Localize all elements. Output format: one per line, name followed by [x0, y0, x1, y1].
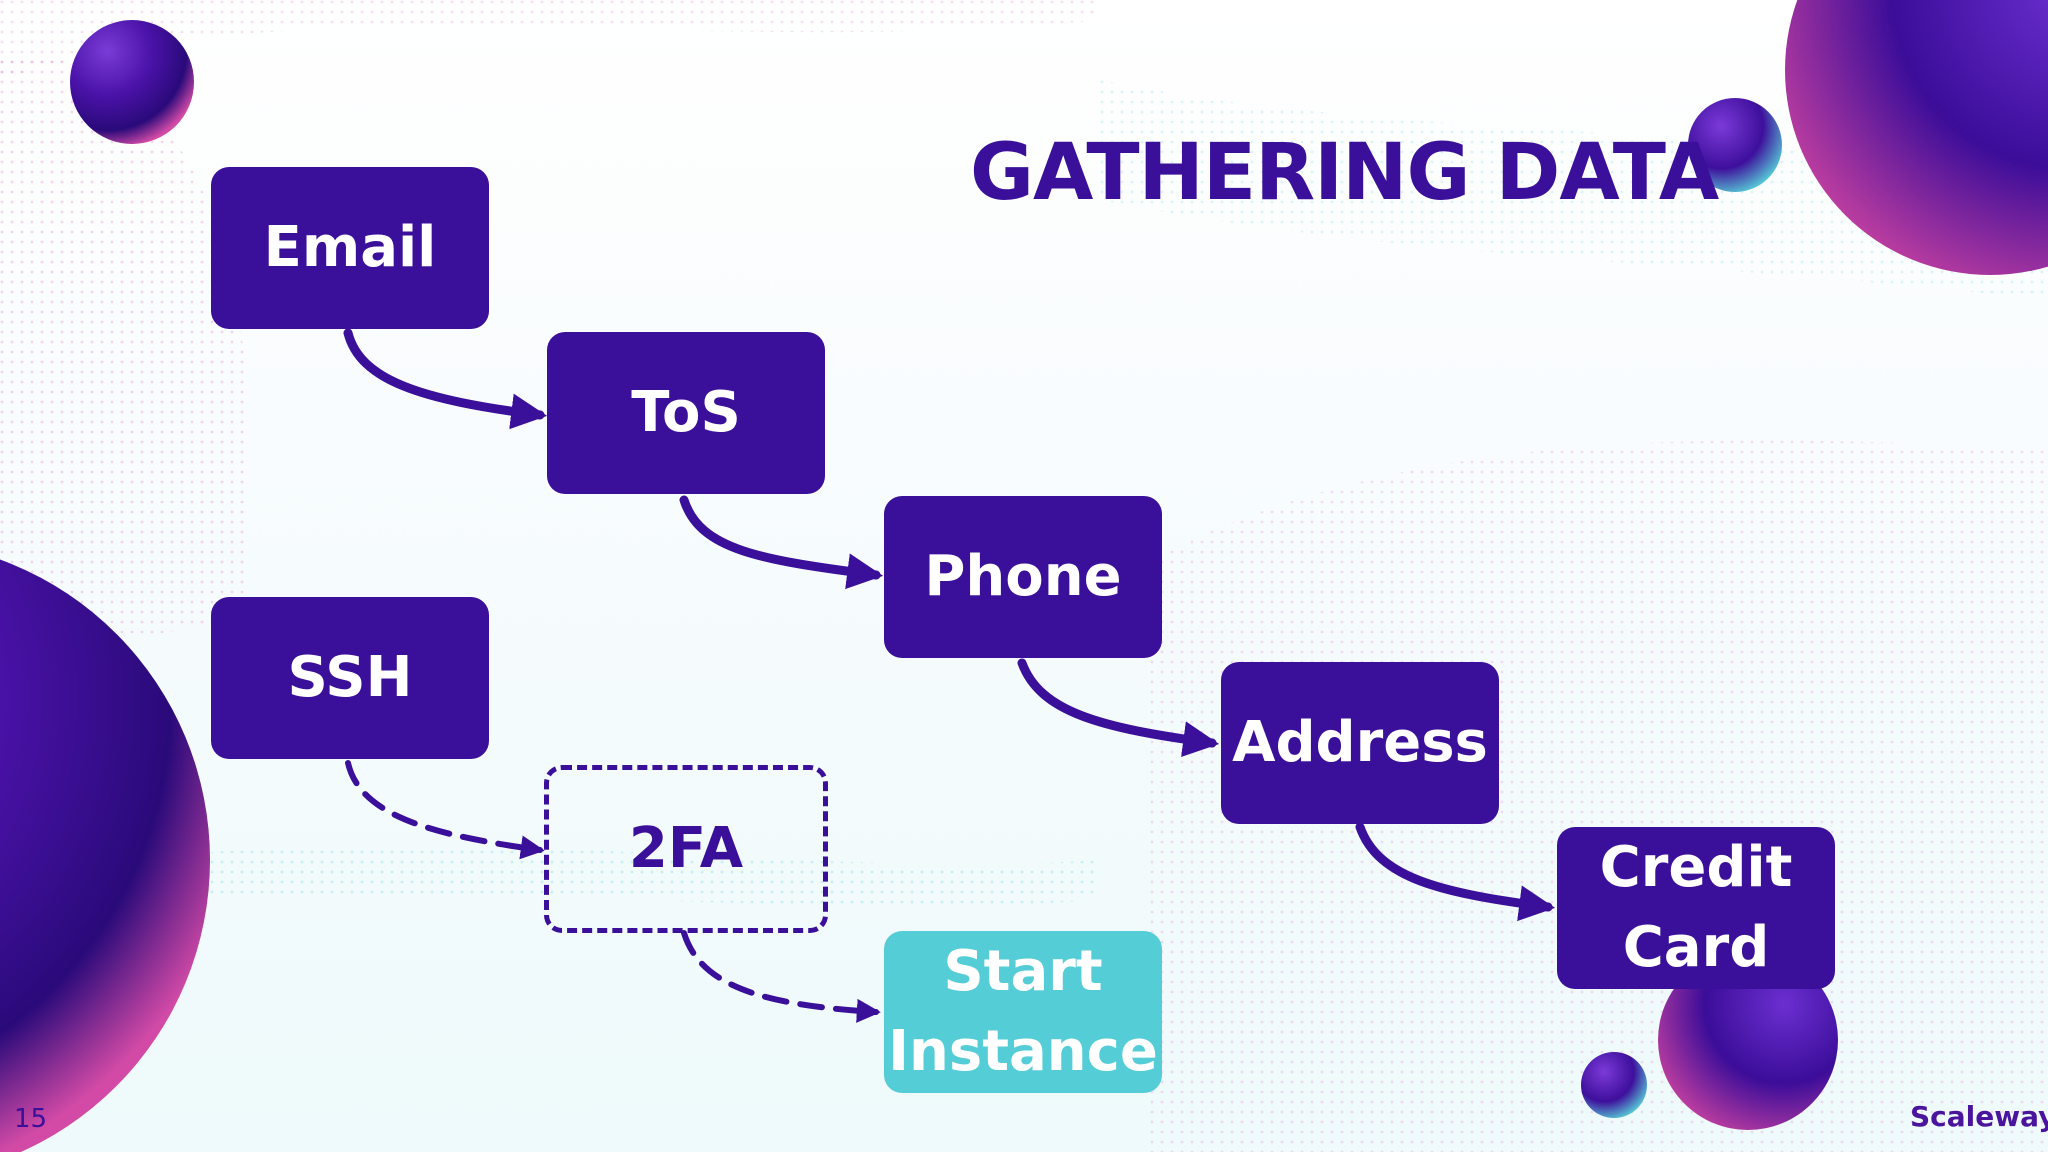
node-ssh: SSH — [211, 597, 489, 759]
scaleway-logo: Scaleway — [1910, 1100, 2048, 1133]
node-phone: Phone — [884, 496, 1162, 658]
node-ssh-label: SSH — [287, 645, 413, 710]
slide-number: 15 — [14, 1104, 48, 1134]
node-tos: ToS — [547, 332, 825, 494]
node-address-label: Address — [1232, 710, 1488, 775]
node-address: Address — [1221, 662, 1499, 824]
node-phone-label: Phone — [924, 544, 1122, 609]
slide-title: GATHERING DATA — [970, 128, 1719, 218]
node-credit-card: Credit Card — [1557, 827, 1835, 989]
node-tos-label: ToS — [631, 380, 741, 445]
node-credit-card-label: Credit Card — [1599, 835, 1793, 980]
node-2fa-label: 2FA — [628, 816, 744, 881]
node-start-instance-label: Start Instance — [888, 939, 1158, 1084]
node-email: Email — [211, 167, 489, 329]
node-2fa: 2FA — [544, 765, 828, 933]
node-email-label: Email — [263, 215, 437, 280]
node-start-instance: Start Instance — [884, 931, 1162, 1093]
